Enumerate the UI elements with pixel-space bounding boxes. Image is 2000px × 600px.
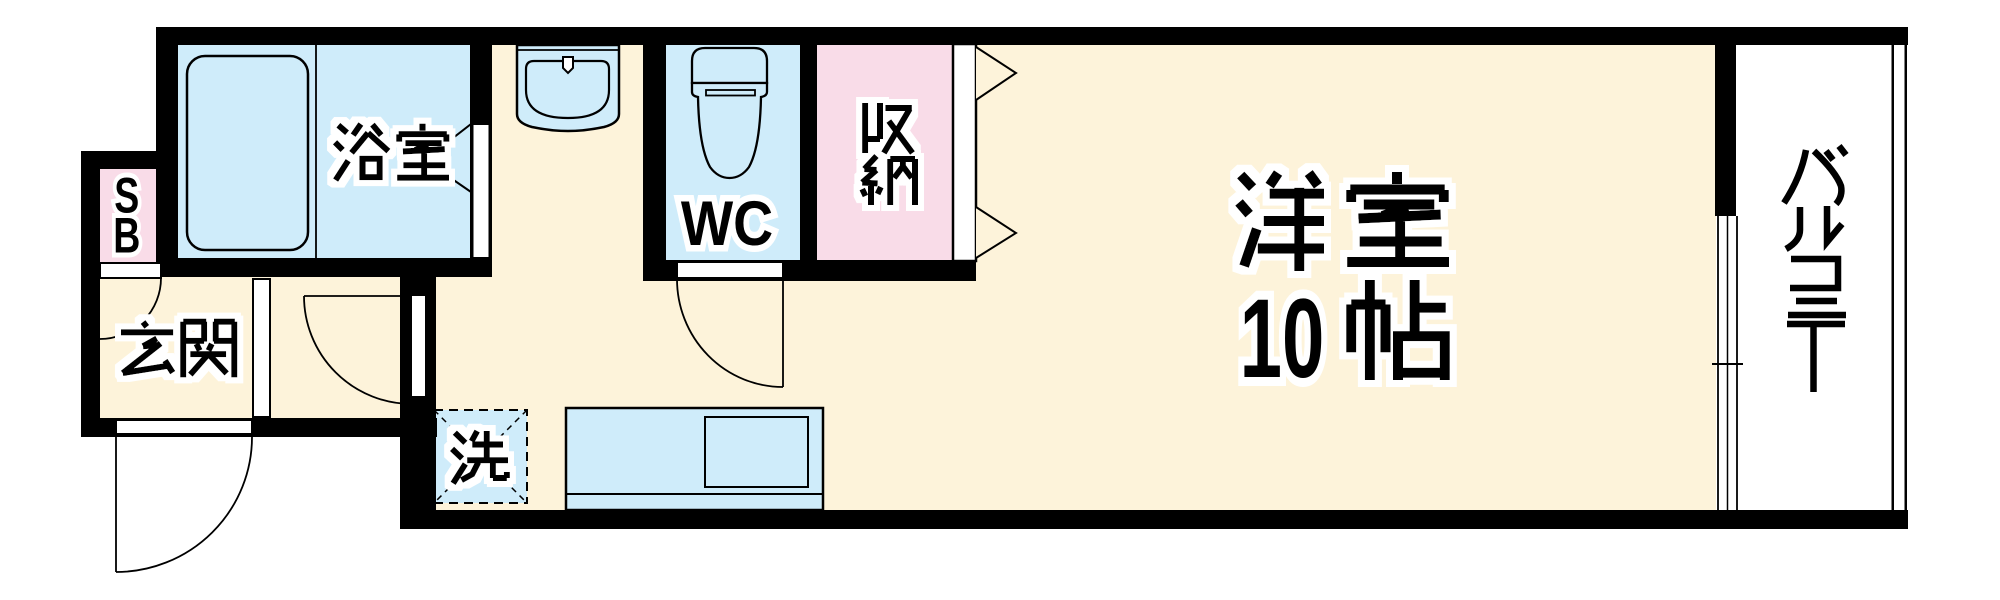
svg-text:S: S xyxy=(114,168,139,223)
svg-text:B: B xyxy=(113,208,140,263)
svg-text:10: 10 xyxy=(1240,276,1325,401)
svg-text:WC: WC xyxy=(681,188,773,259)
